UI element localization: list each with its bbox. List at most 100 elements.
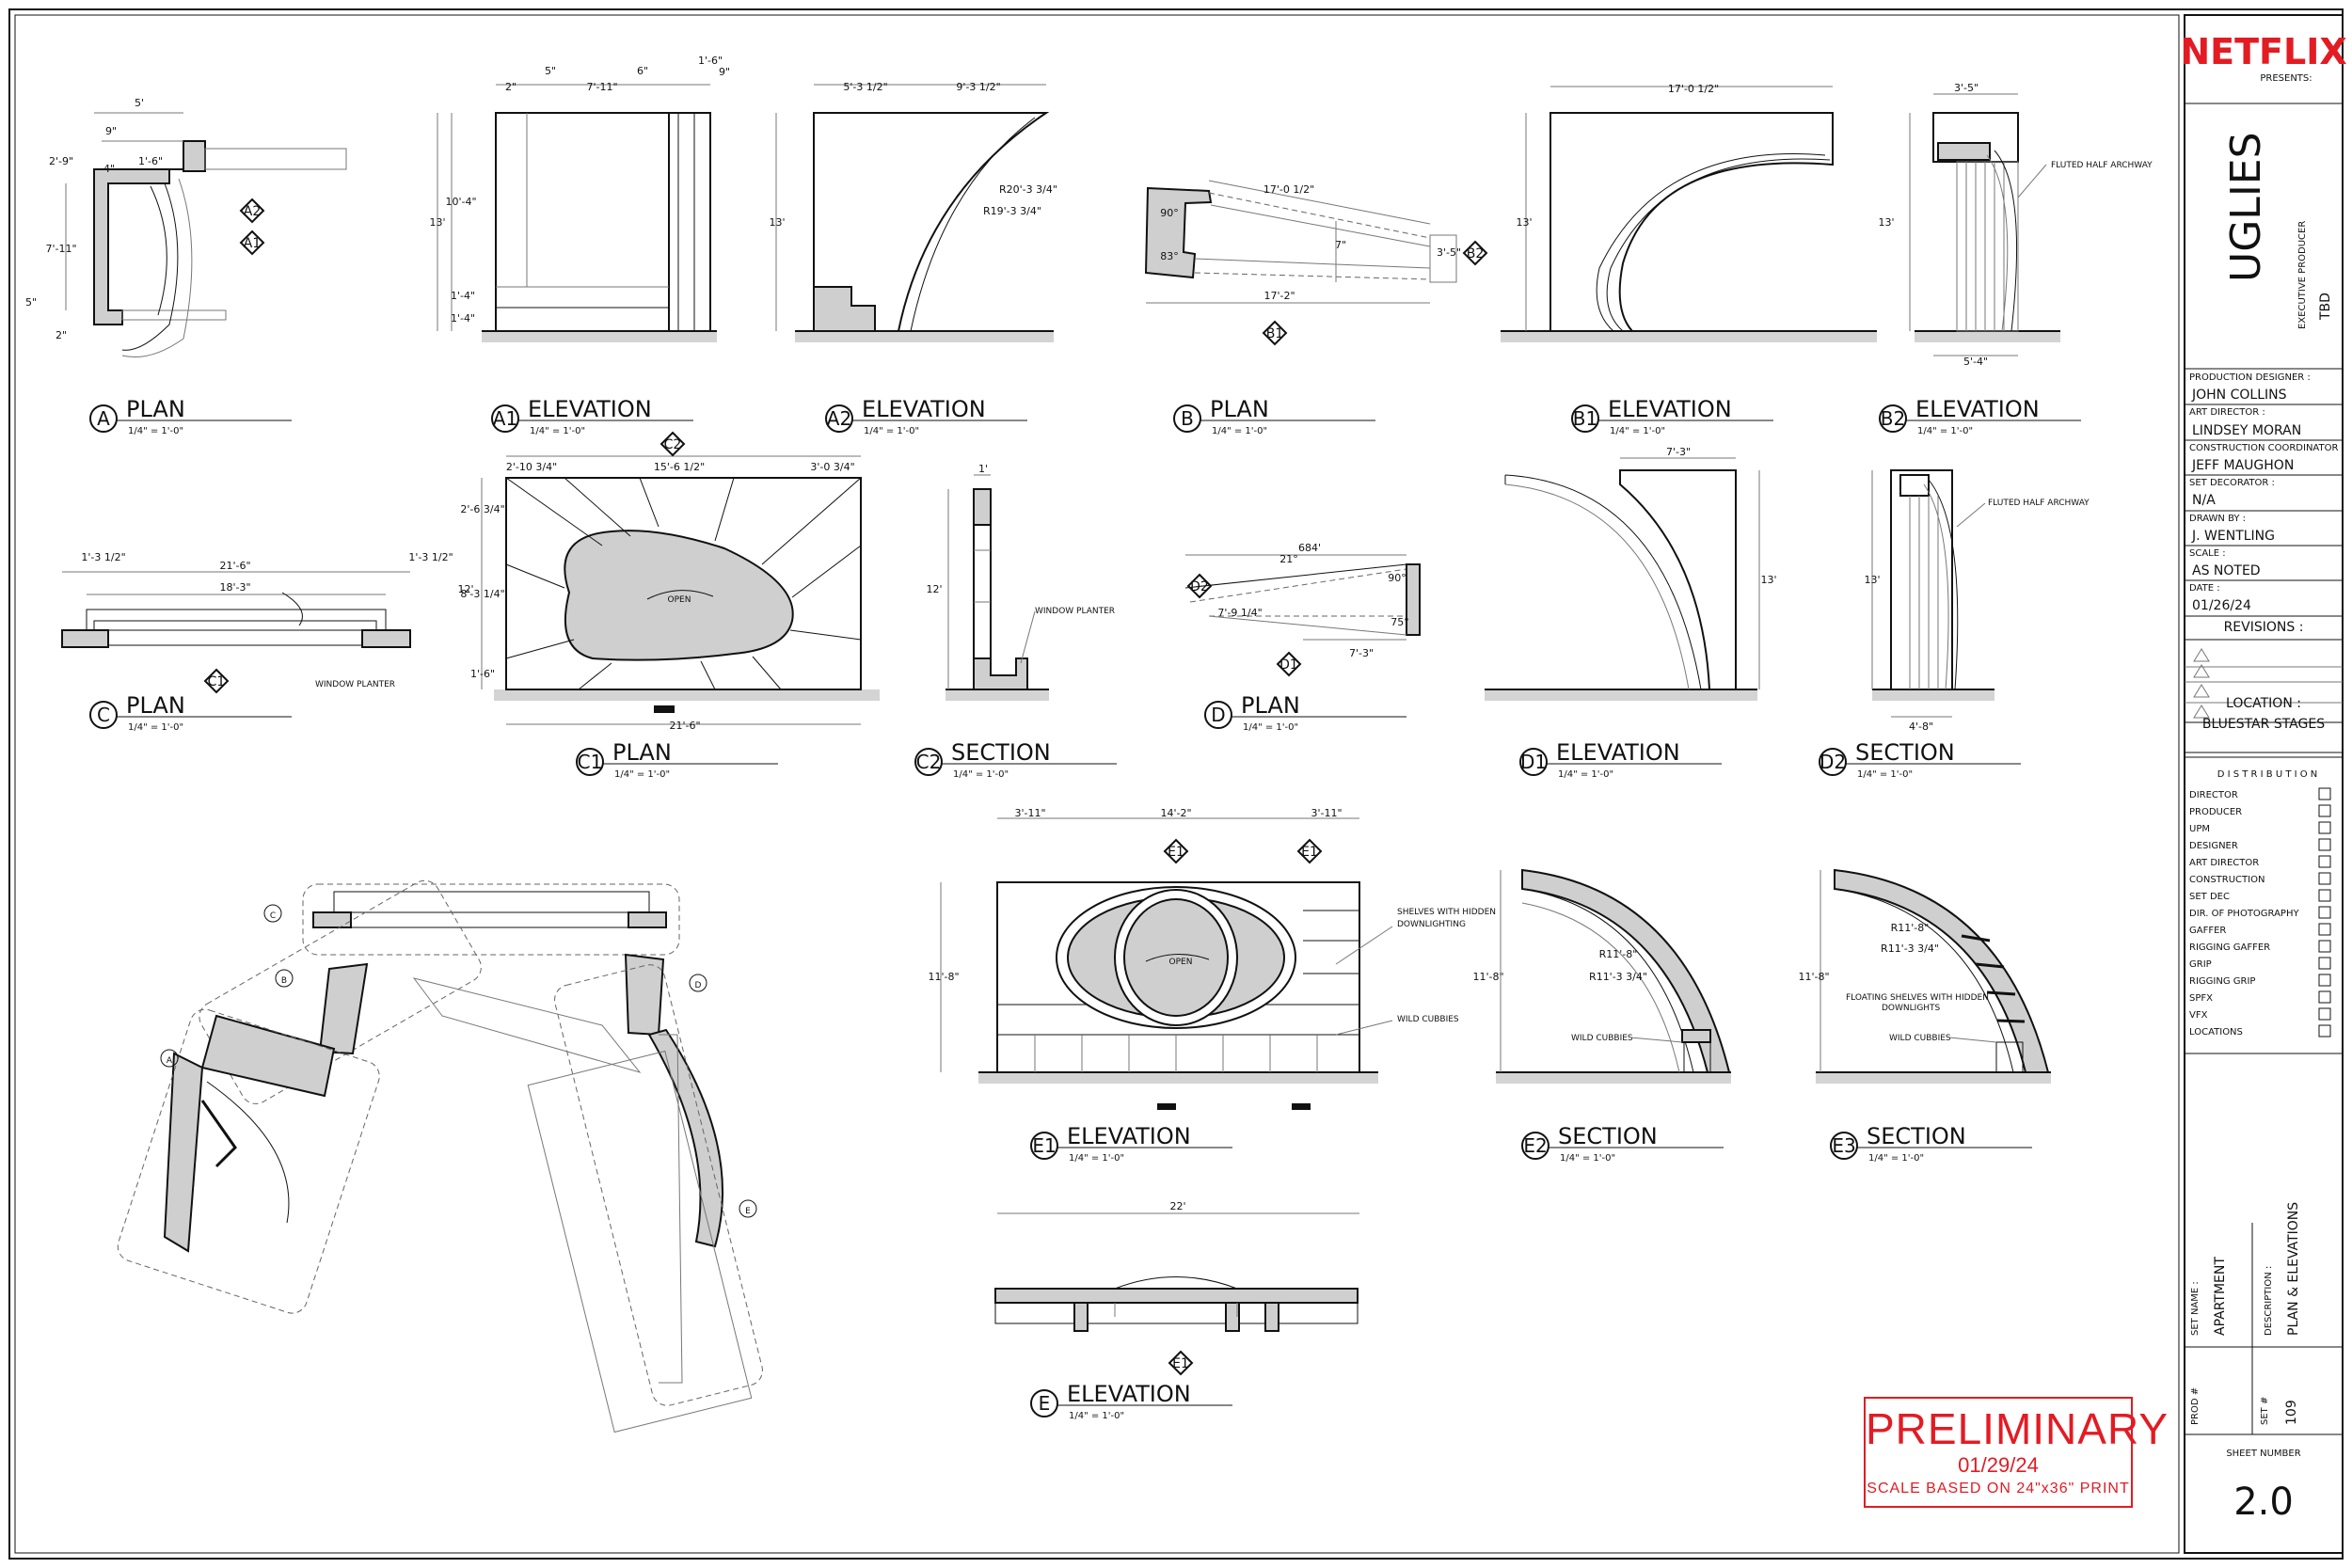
note-e1-cubbies: WILD CUBBIES (1397, 1015, 1459, 1024)
view-scale: 1/4" = 1'-0" (1558, 769, 1613, 780)
dim-e3-118: 11'-8" (1798, 971, 1829, 983)
distribution-checkbox[interactable] (2318, 957, 2331, 970)
view-scale: 1/4" = 1'-0" (953, 769, 1009, 780)
view-bubble (1519, 748, 1548, 776)
view-bubble (1879, 404, 1907, 433)
callout-a2: A2 (244, 204, 261, 219)
distribution-checkbox[interactable] (2318, 804, 2331, 817)
view-tag: B2 (1881, 407, 1905, 430)
drawn-by-value: J. WENTLING (2191, 529, 2275, 544)
distribution-checkbox[interactable] (2318, 923, 2331, 936)
set-info: SET NAME : APARTMENT DESCRIPTION : PLAN … (2185, 1053, 2343, 1524)
distribution-checkbox[interactable] (2318, 990, 2331, 1004)
distribution-checkbox[interactable] (2318, 1007, 2331, 1021)
sheet-number-value: 2.0 (2233, 1481, 2294, 1524)
view-label: ELEVATION (1067, 1123, 1191, 1149)
date-value: 01/26/24 (2192, 598, 2251, 613)
dim-c1-3: 3'-0 3/4" (810, 461, 854, 473)
dim-a-4: 4" (103, 163, 115, 175)
view-label: ELEVATION (528, 396, 652, 422)
distribution-checkbox[interactable] (2318, 940, 2331, 953)
view-a1-elevation: 2" 5" 7'-11" 6" 1'-6" 9" 10'-4" 13' 1'-4… (429, 55, 730, 342)
dim-a2-r19: R19'-3 3/4" (983, 205, 1041, 217)
dim-a1-14b: 1'-4" (451, 312, 475, 325)
view-scale: 1/4" = 1'-0" (1212, 426, 1267, 436)
view-d-plan: 684' 21° 90° 75° 7'-9 1/4" 7'-3" D2 D1 (1184, 542, 1421, 677)
distribution-checkbox[interactable] (2318, 872, 2331, 885)
dim-e1-311a: 3'-11" (1014, 807, 1045, 819)
view-bubble (1030, 1132, 1058, 1160)
dim-c2-12: 12' (926, 583, 942, 595)
view-tag: D2 (1820, 751, 1846, 773)
distribution-checkbox[interactable] (2318, 1024, 2331, 1037)
view-tag: B1 (1573, 407, 1597, 430)
note-b2-fluted: FLUTED HALF ARCHWAY (2051, 161, 2153, 170)
view-a-plan: 5' 9" 2'-9" 4" 1'-6" 7'-11" 5" 2" A2 A1 (25, 97, 347, 358)
callout-c1: C1 (208, 674, 226, 689)
dim-e3-r1: R11'-8" (1891, 922, 1930, 934)
view-scale: 1/4" = 1'-0" (1610, 426, 1665, 436)
view-bubble (1521, 1132, 1549, 1160)
art-director-value: LINDSEY MORAN (2192, 423, 2301, 438)
netflix-logo: NETFLIX (2180, 31, 2346, 72)
distribution-checkbox[interactable] (2318, 974, 2331, 987)
dim-a-711: 7'-11" (45, 243, 76, 255)
callout-a1: A1 (244, 236, 261, 251)
distribution-item: RIGGING GRIP (2189, 976, 2255, 987)
dim-d-75: 75° (1391, 616, 1409, 628)
dim-a-29: 2'-9" (49, 155, 73, 167)
set-number-value: 109 (2284, 1400, 2299, 1425)
prod-label: PROD # (2190, 1387, 2201, 1425)
distribution-checkbox[interactable] (2318, 855, 2331, 868)
distribution-checkbox[interactable] (2318, 821, 2331, 834)
dim-a1-711: 7'-11" (586, 81, 617, 93)
set-name-label: SET NAME : (2190, 1281, 2201, 1336)
dim-b-17a: 17'-0 1/2" (1263, 183, 1314, 196)
dim-d-73: 7'-3" (1349, 647, 1374, 659)
view-bubble (1830, 1132, 1858, 1160)
callout-e1-a: E1 (1168, 845, 1184, 860)
distribution-item: GRIP (2189, 959, 2212, 970)
distribution-checkbox[interactable] (2318, 787, 2331, 800)
note-e3-cubbies: WILD CUBBIES (1889, 1034, 1951, 1043)
view-tag: E (1039, 1392, 1051, 1415)
revisions-label: REVISIONS : (2224, 620, 2304, 635)
distribution-item: LOCATIONS (2189, 1027, 2243, 1037)
distribution-item: CONSTRUCTION (2189, 875, 2265, 885)
view-bubble (1173, 404, 1201, 433)
note-c2-planter: WINDOW PLANTER (1035, 607, 1115, 616)
dim-c1-15: 15'-6 1/2" (654, 461, 705, 473)
view-tag: B (1181, 407, 1194, 430)
exec-producer-label: EXECUTIVE PRODUCER (2297, 221, 2308, 329)
prelim-title: PRELIMINARY (1866, 1404, 2169, 1453)
view-tag: D1 (1520, 751, 1547, 773)
distribution-checkbox[interactable] (2318, 906, 2331, 919)
view-d2-section: FLUTED HALF ARCHWAY 13' 4'-8" (1864, 469, 2090, 733)
distribution-item: DIR. OF PHOTOGRAPHY (2189, 909, 2299, 919)
view-e1-elevation: OPEN 3'-11" 14'-2" 3'-11" E1 E1 11'-8" S… (928, 807, 1496, 1110)
view-scale: 1/4" = 1'-0" (864, 426, 919, 436)
dim-b2-13: 13' (1878, 216, 1894, 229)
dim-e1-142: 14'-2" (1160, 807, 1191, 819)
location-value: BLUESTAR STAGES (2202, 717, 2325, 732)
dim-a1-2: 2" (505, 81, 516, 93)
distribution-item: UPM (2189, 824, 2210, 834)
note-c1-open: OPEN (668, 595, 691, 605)
view-c-plan: 21'-6" 1'-3 1/2" 1'-3 1/2" 18'-3" C1 (61, 551, 453, 694)
distribution-checkbox[interactable] (2318, 838, 2331, 851)
distribution-checkbox[interactable] (2318, 889, 2331, 902)
view-label: SECTION (1867, 1123, 1966, 1149)
distribution-item: ART DIRECTOR (2189, 858, 2259, 868)
dim-e3-r2: R11'-3 3/4" (1881, 942, 1939, 955)
note-d2-fluted: FLUTED HALF ARCHWAY (1988, 499, 2090, 508)
